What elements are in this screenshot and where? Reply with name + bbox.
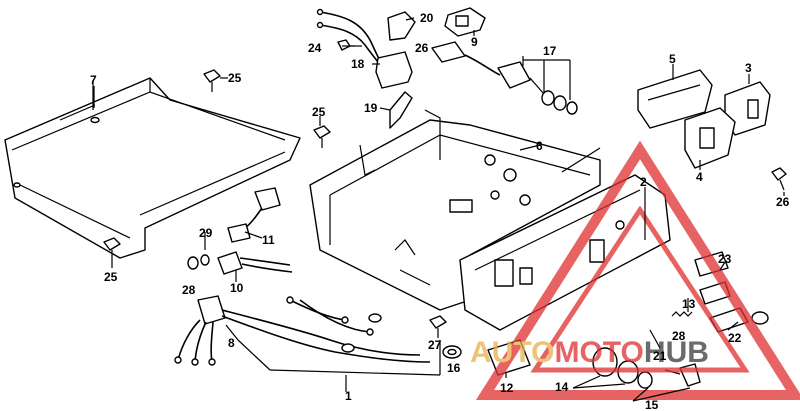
callout-26-right: 26: [776, 195, 790, 209]
washer-16: [442, 345, 462, 359]
callout-3: 3: [745, 61, 752, 75]
part-4-relay: [684, 107, 736, 169]
callout-8: 8: [228, 336, 235, 350]
callout-25-top: 25: [228, 71, 242, 85]
callout-26-top: 26: [415, 41, 429, 55]
part-19-bracket: [389, 91, 413, 129]
callout-7: 7: [90, 73, 97, 87]
callout-10: 10: [230, 281, 244, 295]
callout-11: 11: [262, 233, 275, 247]
callout-23: 23: [718, 252, 732, 266]
callout-19: 19: [364, 101, 378, 115]
callout-9: 9: [471, 35, 478, 49]
front-panel: [459, 174, 671, 331]
part-9-pad: [444, 7, 486, 37]
part-17-connector-chain: [431, 41, 578, 115]
callout-25-bottom: 25: [104, 270, 118, 284]
fastener-25-top: [203, 69, 221, 92]
callout-24: 24: [308, 41, 322, 55]
callout-25-mid: 25: [312, 105, 326, 119]
callout-2: 2: [640, 175, 647, 189]
callout-28-left: 28: [182, 283, 196, 297]
callout-6: 6: [536, 139, 543, 153]
watermark-triangle-inner: [530, 205, 750, 373]
part-20-clip: [387, 11, 416, 41]
leader-lines: [93, 17, 785, 402]
fastener-24: [337, 39, 362, 51]
callout-labels: 1 2 3 4 5 6 7 8 9 10 11 12 13 14 15 16 1…: [90, 11, 790, 411]
part-7-cover: [4, 77, 301, 259]
callout-1: 1: [345, 389, 352, 403]
washer-28: [187, 254, 210, 270]
callout-29: 29: [199, 226, 213, 240]
part-13-spring: [671, 311, 693, 317]
callout-12: 12: [500, 381, 514, 395]
part-11-harness: [227, 187, 281, 243]
callout-16: 16: [447, 361, 461, 375]
watermark-text: AUTOMOTOHUB: [470, 336, 709, 369]
watermark-logo: AUTOMOTOHUB: [470, 140, 800, 400]
fastener-25-mid: [313, 125, 331, 148]
callout-21: 21: [653, 349, 667, 363]
callout-13: 13: [682, 297, 696, 311]
callout-4: 4: [696, 170, 703, 184]
callout-27: 27: [428, 338, 442, 352]
fastener-27: [429, 315, 447, 338]
callout-20: 20: [420, 11, 434, 25]
part-5-bracket: [637, 69, 713, 129]
callout-14: 14: [555, 380, 569, 394]
callout-28-right: 28: [672, 329, 686, 343]
part-6-chassis: [309, 109, 601, 311]
part-1-main-harness: [174, 295, 431, 366]
fastener-26-right: [771, 167, 787, 191]
part-10-connector: [217, 251, 293, 275]
callout-22: 22: [728, 331, 742, 345]
callout-15: 15: [645, 398, 659, 411]
callout-5: 5: [669, 52, 676, 66]
part-18-connector: [316, 8, 413, 89]
callout-18: 18: [351, 57, 365, 71]
fastener-25-bottom: [103, 237, 121, 262]
callout-17: 17: [543, 44, 557, 58]
